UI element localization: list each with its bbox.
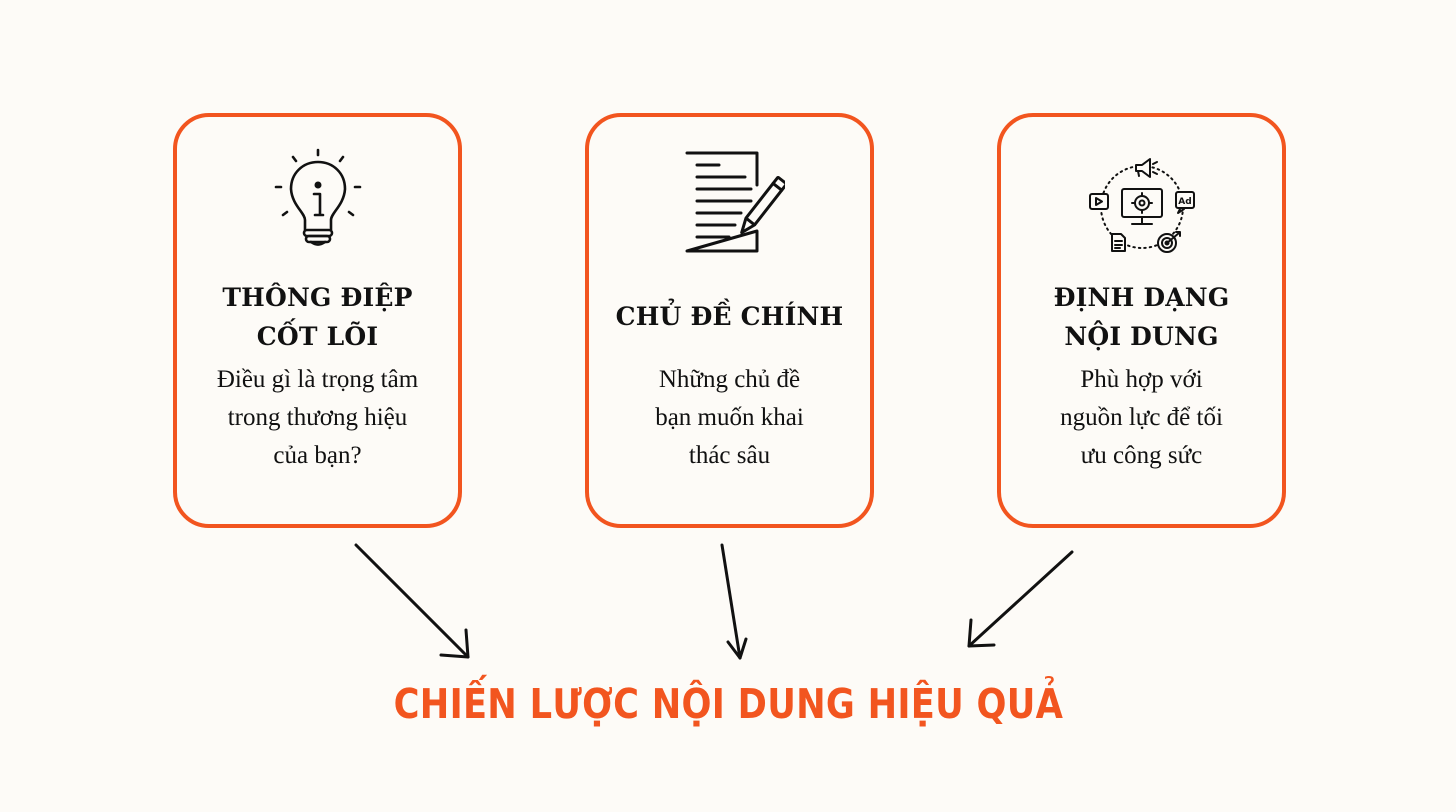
card-desc-line: nguồn lực để tối [1060, 404, 1223, 431]
card-title-line: CỐT LÕI [256, 322, 379, 351]
card-title-line: THÔNG ĐIỆP [222, 283, 413, 312]
card-description: Những chủ đề bạn muốn khai thác sâu [607, 361, 852, 475]
card-desc-line: thác sâu [688, 442, 771, 469]
lightbulb-icon [263, 147, 373, 257]
arrow-right [967, 550, 1074, 648]
document-pen-icon [675, 147, 785, 257]
card-description: Điều gì là trọng tâm trong thương hiệu c… [195, 361, 440, 475]
arrow-middle [720, 543, 748, 660]
card-desc-line: bạn muốn khai [655, 404, 804, 431]
card-title: THÔNG ĐIỆP CỐT LÕI [191, 278, 444, 356]
svg-text:Ad: Ad [1178, 197, 1191, 207]
card-desc-line: trong thương hiệu [227, 404, 408, 431]
content-formats-icon: Ad [1087, 147, 1197, 257]
card-content-format: Ad ĐỊNH DẠNG NỘI DUNG Phù hợp với nguồn … [997, 113, 1286, 528]
card-title-line: NỘI DUNG [1064, 322, 1219, 351]
card-desc-line: Phù hợp với [1080, 366, 1203, 393]
card-title-line: ĐỊNH DẠNG [1053, 283, 1230, 312]
card-title: CHỦ ĐỀ CHÍNH [603, 297, 856, 336]
card-desc-line: của bạn? [273, 442, 362, 469]
card-title-line: CHỦ ĐỀ CHÍNH [615, 302, 844, 331]
card-core-message: THÔNG ĐIỆP CỐT LÕI Điều gì là trọng tâm … [173, 113, 462, 528]
card-desc-line: ưu công sức [1080, 442, 1203, 469]
card-main-topic: CHỦ ĐỀ CHÍNH Những chủ đề bạn muốn khai … [585, 113, 874, 528]
card-desc-line: Những chủ đề [658, 366, 801, 393]
card-description: Phù hợp với nguồn lực để tối ưu công sức [1019, 361, 1264, 475]
card-title: ĐỊNH DẠNG NỘI DUNG [1015, 278, 1268, 356]
arrow-left [354, 543, 470, 659]
card-desc-line: Điều gì là trọng tâm [216, 366, 419, 393]
main-title: CHIẾN LƯỢC NỘI DUNG HIỆU QUẢ [393, 680, 1064, 728]
